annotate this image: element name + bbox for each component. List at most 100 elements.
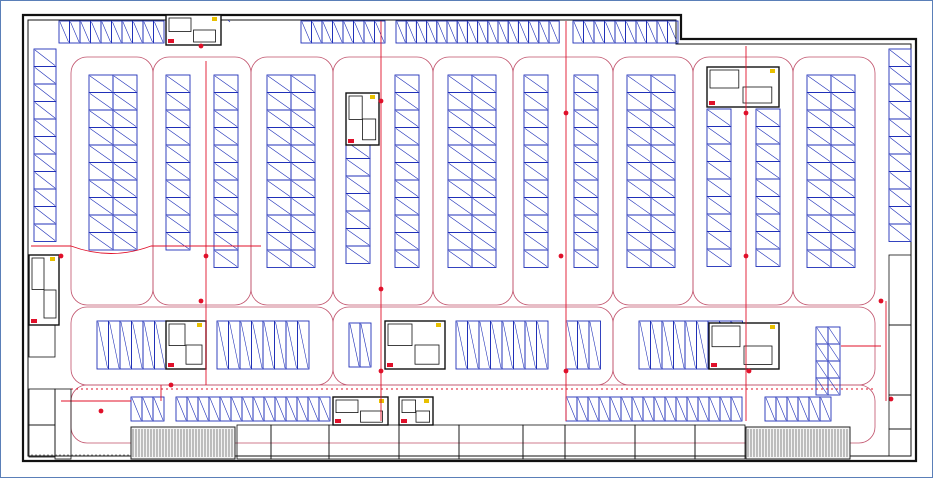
stall-diagonal [346,176,370,193]
stall-diagonal [539,21,549,43]
core-room [709,69,740,89]
room-1 [236,424,272,460]
stall-diagonal [468,21,477,43]
stall-block-top-2 [300,20,386,44]
stall-diagonal [524,93,548,110]
core-room [415,410,431,423]
stall-diagonal [647,21,657,43]
stall-diagonal [599,397,610,421]
stall-diagonal [112,21,122,43]
stall-diagonal [831,145,855,162]
stall-diagonal [448,180,472,197]
bottom-rooms [28,254,912,460]
stall-diagonal [807,93,831,110]
stall-diagonal [89,233,113,250]
core-band-2 [384,320,446,370]
stall-band-2 [216,320,310,370]
stall-diagonal [214,250,238,267]
core-marker [387,363,393,367]
stall-diagonal [639,321,650,369]
stall-diagonal [209,397,220,421]
stall-diagonal [707,249,731,266]
stall-diagonal [267,250,291,267]
stall-diagonal [654,397,665,421]
stall-diagonal [731,397,742,421]
stall-diagonal [166,110,190,127]
stall-diagonal [113,75,137,92]
parking-stall [523,249,549,268]
parking-stall [165,232,191,251]
stall-diagonal [577,397,588,421]
stall-diagonal [472,233,496,250]
stall-diagonal [584,21,594,43]
core-marker [168,363,174,367]
stall-diagonal [574,233,598,250]
stall-diagonal [395,128,419,145]
stall-diagonal [828,344,840,361]
stall-diagonal [457,21,467,43]
stall-diagonal [889,207,911,224]
stall-diagonal [524,215,548,232]
stall-diagonal [291,93,315,110]
stall-diagonal [291,198,315,215]
stall-diagonal [155,321,166,369]
stall-diagonal [448,128,472,145]
fire-line-1 [31,245,261,254]
stall-diagonal [756,127,780,144]
stall-diagonal [651,250,675,267]
stall-diagonal [113,198,137,215]
stall-diagonal [566,321,577,369]
stall-diagonal [166,145,190,162]
stall-diagonal [621,397,632,421]
parking-stall [290,249,316,268]
stall-diagonal [525,321,536,369]
stall-diagonal [267,180,291,197]
stall-diagonal [227,19,231,23]
stall-diagonal [89,110,113,127]
stall-diagonal [662,321,673,369]
stall-diagonal [113,163,137,180]
stall-diagonal [113,180,137,197]
stall-block-spacer [227,19,231,23]
stall-diagonal [756,232,780,249]
stall-diagonal [166,75,190,92]
stall-diagonal [479,321,490,369]
stall-diagonal [627,198,651,215]
stall-diagonal [651,233,675,250]
core-marker [711,363,717,367]
stall-bay-9 [573,74,599,268]
stall-diagonal [491,321,502,369]
stall-diagonal [267,75,291,92]
stall-diagonal [214,163,238,180]
ramp-right [745,426,851,460]
stall-diagonal [395,75,419,92]
outer-walls [21,13,918,463]
core-room [168,323,186,347]
stall-diagonal [456,321,467,369]
drive-lane-11 [332,306,614,386]
core-room [711,325,741,348]
parking-stall [819,396,832,422]
ramps [130,426,851,460]
stall-diagonal [514,321,525,369]
stall-diagonal [395,93,419,110]
stall-bottom-3 [565,396,743,422]
stall-diagonal [537,321,548,369]
stall-bay-13 [806,74,856,268]
stall-diagonal [589,321,600,369]
stall-diagonal [322,21,332,43]
stall-diagonal [524,145,548,162]
stall-diagonal [889,137,911,154]
stall-diagonal [291,215,315,232]
core-marker [212,17,217,21]
room-12 [28,324,56,358]
stall-diagonal [113,145,137,162]
stall-diagonal [687,397,698,421]
stall-diagonal [626,21,636,43]
stall-diagonal [765,397,776,421]
stall-diagonal [176,397,187,421]
stall-diagonal [574,163,598,180]
stall-diagonal [889,172,911,189]
stall-diagonal [889,84,911,101]
